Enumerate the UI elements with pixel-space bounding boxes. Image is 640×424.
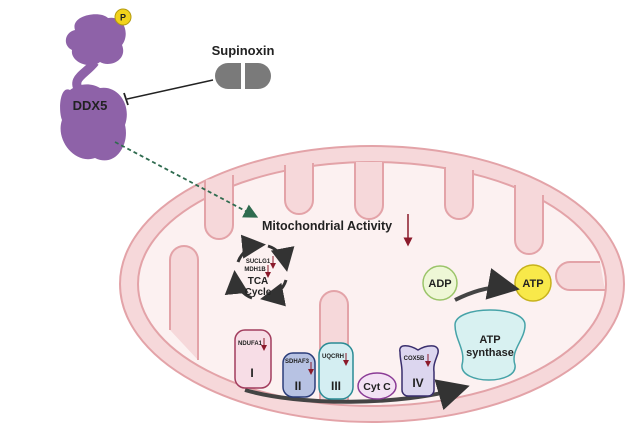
complex-iii-label: III	[331, 379, 341, 393]
phospho-badge: P	[114, 8, 132, 26]
complex-ii: SDHAF3 II	[282, 352, 316, 398]
complex-iv-gene: COX5B	[404, 356, 425, 362]
adp-to-atp-arrow	[454, 268, 520, 302]
cytc-label: Cyt C	[363, 381, 391, 393]
ddx5-protein: DDX5	[60, 14, 127, 161]
activation-dashed-arrow	[114, 141, 259, 218]
atp-node: ATP	[514, 264, 552, 302]
complex-iv: COX5B IV	[399, 345, 439, 397]
tca-cycle: SUCLG1 MDH1B TCA Cycle	[224, 234, 295, 307]
complex-ii-label: II	[295, 379, 302, 393]
phospho-label: P	[120, 13, 126, 23]
complex-iv-label: IV	[412, 376, 423, 390]
complex-ii-gene: SDHAF3	[285, 359, 310, 365]
ddx5-label: DDX5	[73, 98, 108, 113]
complex-i-label: I	[250, 366, 253, 380]
atp-synthase: ATP synthase	[454, 309, 526, 381]
atp-synthase-label-1: ATP	[479, 334, 500, 346]
complex-i: NDUFA1 I	[234, 329, 272, 389]
supinoxin-label: Supinoxin	[212, 43, 275, 58]
atp-label: ATP	[522, 278, 543, 290]
electron-flow-arrow	[244, 379, 470, 411]
atp-synthase-label-2: synthase	[466, 347, 514, 359]
mito-activity-label: Mitochondrial Activity	[262, 219, 392, 233]
cytochrome-c: Cyt C	[357, 372, 397, 400]
adp-node: ADP	[422, 265, 458, 301]
complex-iii: UQCRH III	[318, 342, 354, 400]
adp-label: ADP	[428, 278, 451, 290]
tca-label-1: TCA	[248, 276, 269, 287]
tca-gene-mdh1b: MDH1B	[244, 267, 266, 273]
complex-i-gene: NDUFA1	[238, 341, 263, 347]
pill-icon	[215, 63, 271, 89]
inhibition-arrow	[123, 79, 214, 106]
tca-gene-suclg1: SUCLG1	[246, 259, 271, 265]
tca-label-2: Cycle	[245, 287, 272, 298]
complex-iii-gene: UQCRH	[322, 354, 344, 360]
